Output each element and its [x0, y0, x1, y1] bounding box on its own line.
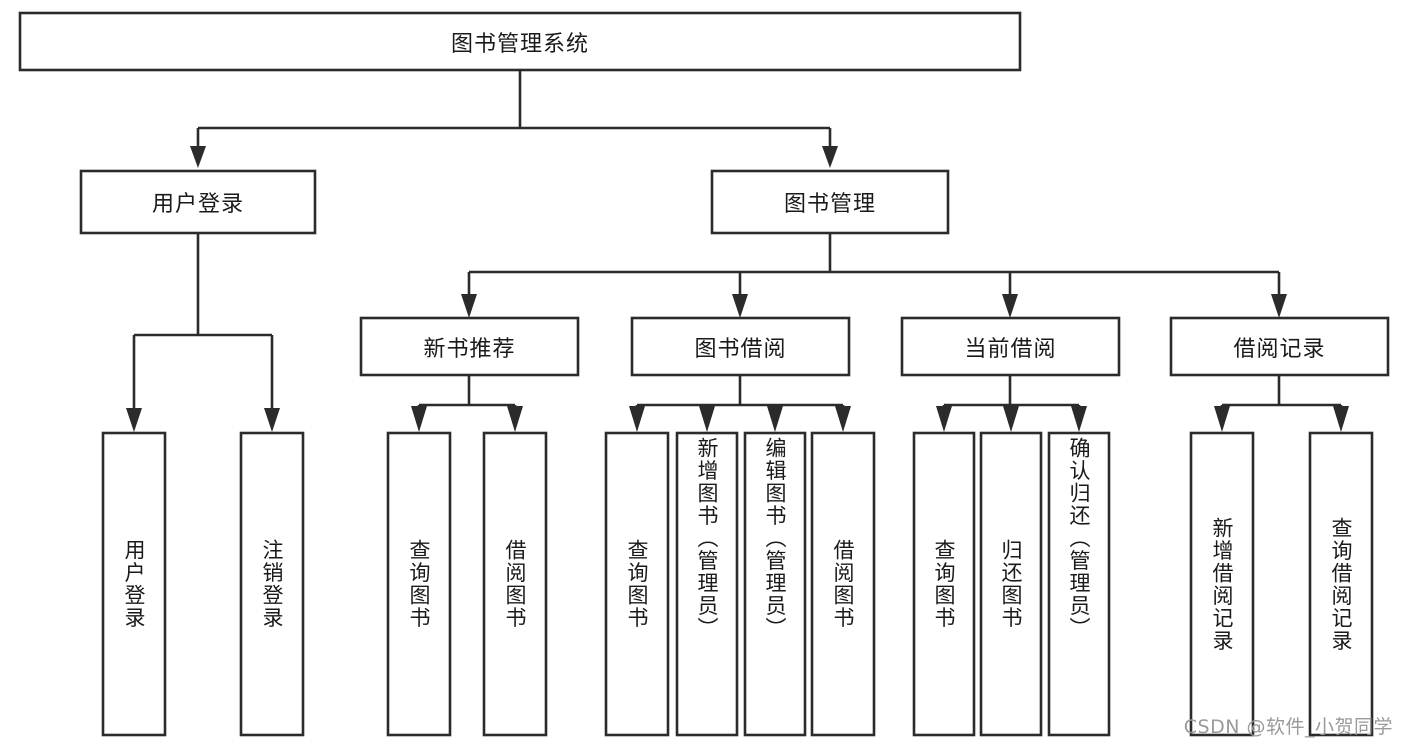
- connector-group-user-login: [126, 233, 280, 432]
- node-box-leaf-return-book[interactable]: [979, 431, 1043, 737]
- arrow-root-to-book-manage: [822, 146, 838, 168]
- arrow-to-leaf-confirm-return: [1071, 406, 1087, 432]
- node-box-book-borrow[interactable]: [630, 316, 851, 377]
- arrow-to-leaf-query-book-1: [411, 406, 427, 432]
- node-box-root[interactable]: [18, 11, 1022, 72]
- arrow-to-leaf-logout: [264, 408, 280, 432]
- node-box-current-borrow[interactable]: [900, 316, 1121, 377]
- node-box-leaf-borrow-book-1[interactable]: [482, 431, 548, 737]
- node-box-leaf-edit-book[interactable]: [743, 431, 807, 737]
- node-box-leaf-confirm-return[interactable]: [1047, 431, 1111, 737]
- arrow-to-borrow-record: [1271, 294, 1287, 318]
- node-box-leaf-query-book-3[interactable]: [912, 431, 976, 737]
- node-box-leaf-borrow-book-2[interactable]: [810, 431, 876, 737]
- node-box-leaf-user-login[interactable]: [101, 431, 167, 737]
- node-box-user-login[interactable]: [79, 169, 317, 235]
- node-box-leaf-query-record[interactable]: [1308, 431, 1374, 737]
- arrow-to-leaf-user-login: [126, 408, 142, 432]
- arrow-to-leaf-add-record: [1214, 406, 1230, 432]
- node-box-borrow-record[interactable]: [1169, 316, 1390, 377]
- connector-group-borrow-record: [1214, 375, 1349, 432]
- connector-group-book-manage: [461, 233, 1287, 318]
- arrow-to-leaf-query-book-3: [936, 406, 952, 432]
- arrow-to-leaf-borrow-book-1: [507, 406, 523, 432]
- arrow-root-to-user-login: [190, 146, 206, 168]
- connector-group-book-borrow: [629, 375, 851, 432]
- node-box-book-manage[interactable]: [710, 169, 950, 235]
- arrow-to-book-borrow: [732, 294, 748, 318]
- arrow-to-leaf-add-book: [699, 406, 715, 432]
- arrow-to-leaf-query-record: [1333, 406, 1349, 432]
- connector-group-new-book-recommend: [411, 375, 523, 432]
- connector-group-root: [190, 70, 838, 168]
- connector-group-current-borrow: [936, 375, 1087, 432]
- node-box-leaf-add-record[interactable]: [1189, 431, 1255, 737]
- arrow-to-new-book-recommend: [461, 294, 477, 318]
- arrow-to-leaf-query-book-2: [629, 406, 645, 432]
- node-box-leaf-add-book[interactable]: [675, 431, 739, 737]
- arrow-to-current-borrow: [1002, 294, 1018, 318]
- node-box-leaf-query-book-2[interactable]: [604, 431, 670, 737]
- arrow-to-leaf-edit-book: [767, 406, 783, 432]
- node-box-new-book-recommend[interactable]: [359, 316, 580, 377]
- arrow-to-leaf-return-book: [1003, 406, 1019, 432]
- arrow-to-leaf-borrow-book-2: [835, 406, 851, 432]
- node-box-leaf-logout[interactable]: [239, 431, 305, 737]
- node-box-leaf-query-book-1[interactable]: [386, 431, 452, 737]
